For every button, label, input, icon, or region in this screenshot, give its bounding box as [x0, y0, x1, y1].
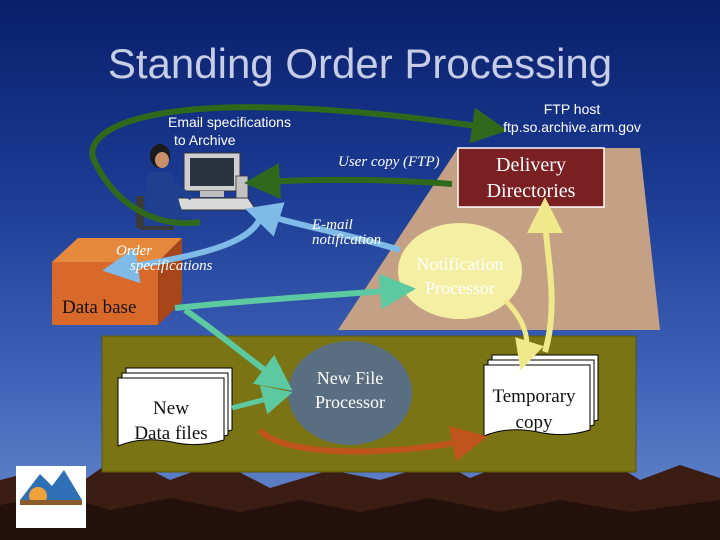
order-spec-arrow [102, 209, 265, 284]
order-spec-line1: Order [116, 243, 153, 259]
temporary-copy-label: Temporary copy [478, 384, 590, 436]
ftp-host-label: FTP host ftp.so.archive.arm.gov [472, 100, 672, 136]
temp-copy-line1: Temporary [492, 386, 576, 407]
new-file-processor-label: New File Processor [290, 366, 410, 414]
ftp-host-line1: FTP host [543, 101, 601, 117]
newdata-to-newfile-arrow [231, 385, 293, 415]
notification-processor-ellipse [398, 223, 522, 319]
email-spec-line2: to Archive [174, 132, 236, 148]
delivery-directories-label: Delivery Directories [458, 152, 604, 204]
temp-copy-line2: copy [515, 412, 553, 433]
new-file-processor-ellipse [288, 341, 412, 445]
database-notification-arrow [174, 273, 416, 311]
slide-title: Standing Order Processing [107, 40, 613, 87]
mountain-silhouette [0, 455, 720, 540]
new-file-proc-line2: Processor [315, 392, 385, 412]
email-notification-arrow [244, 202, 401, 253]
user-copy-label: User copy (FTP) [338, 154, 440, 170]
temporary-copy-stack [483, 354, 599, 437]
new-data-files-stack [117, 367, 233, 447]
notif-proc-line1: Notification [416, 254, 504, 274]
new-data-line1: New [153, 398, 189, 419]
temp-to-delivery-arrow [527, 197, 564, 353]
delivery-line1: Delivery [496, 154, 566, 176]
newfile-to-temp-arrow [257, 425, 488, 462]
notif-to-temp-arrow [503, 298, 544, 371]
email-notif-line1: E-mail [312, 217, 353, 233]
user-copy-arrow [244, 162, 453, 199]
ftp-host-line2: ftp.so.archive.arm.gov [503, 119, 641, 135]
notif-proc-line2: Processor [425, 278, 495, 298]
email-notif-line2: notification [312, 232, 382, 248]
new-data-line2: Data files [134, 423, 208, 444]
database-label: Data base [62, 297, 137, 318]
delivery-line2: Directories [486, 180, 576, 202]
order-spec-line2: specifications [130, 258, 213, 274]
email-spec-line1: Email specifications [168, 114, 291, 130]
email-specifications-label: Email specifications to Archive [168, 113, 348, 149]
database-to-newfile-arrow [183, 307, 293, 391]
email-spec-arrow [89, 104, 508, 227]
new-file-proc-line1: New File [316, 368, 384, 388]
arm-logo [16, 466, 86, 528]
new-data-files-label: New Data files [118, 396, 224, 446]
email-notification-label: E-mail notification [312, 218, 402, 248]
notification-processor-label: Notification Processor [398, 252, 522, 300]
delivery-directories-box [457, 147, 605, 208]
order-specifications-label: Order specifications [116, 244, 246, 274]
